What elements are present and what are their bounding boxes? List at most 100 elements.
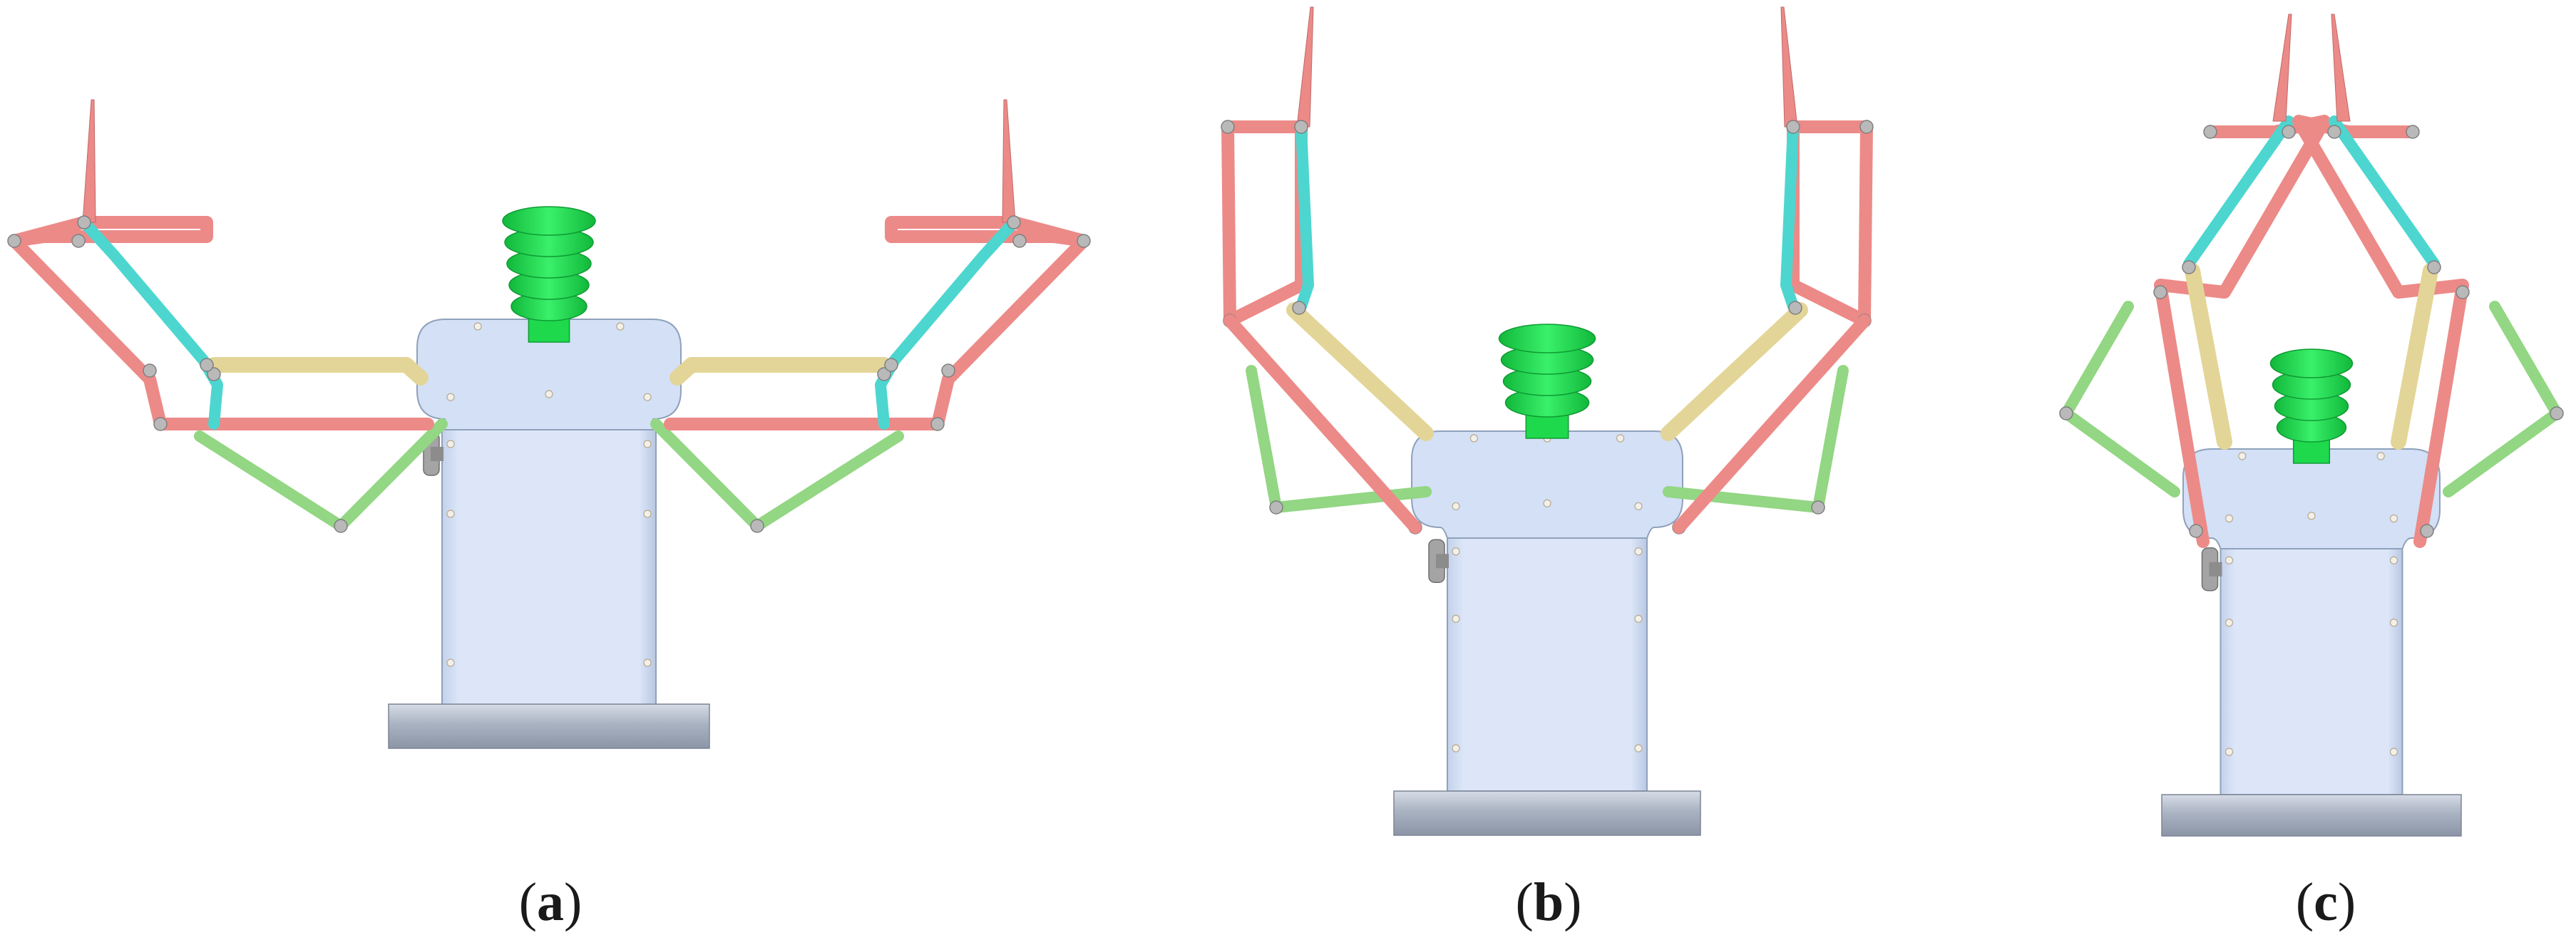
screw-icon [616, 322, 625, 331]
panel-b-gripper [1221, 6, 1874, 836]
screw-icon [2389, 619, 2398, 627]
screw-icon [2389, 556, 2398, 564]
bellows-suction-cup-icon [2269, 348, 2354, 464]
screw-icon [2307, 512, 2316, 520]
screw-icon [643, 510, 652, 518]
pin-joint-icon [2182, 260, 2196, 274]
label-close-paren: ) [1564, 872, 1582, 932]
screw-icon [1616, 434, 1625, 443]
pin-joint-icon [153, 417, 168, 431]
pin-joint-icon [1294, 120, 1308, 134]
right-arm [650, 99, 1091, 533]
label-open-paren: ( [2295, 872, 2314, 932]
pneumatic-fitting-icon [1436, 554, 1449, 569]
left-arm [1221, 6, 1434, 535]
screw-icon [1543, 499, 1551, 507]
pin-joint-icon [2153, 285, 2167, 299]
pin-joint-icon [1786, 120, 1800, 134]
lower-link [2443, 301, 2562, 497]
bellows-suction-cup-icon [502, 206, 596, 343]
pneumatic-fitting-icon [2209, 562, 2222, 577]
label-close-paren: ) [564, 872, 583, 932]
finger-tip [2331, 14, 2351, 122]
pin-joint-icon [2427, 260, 2441, 274]
outer-link [2154, 115, 2331, 548]
driver-link [1286, 302, 1434, 441]
screw-icon [2225, 619, 2234, 627]
pin-joint-icon [143, 363, 157, 378]
outer-link [1223, 314, 1422, 534]
screw-icon [446, 510, 455, 518]
screw-icon [446, 393, 455, 401]
screw-icon [1634, 547, 1643, 556]
pin-joint-icon [941, 363, 955, 378]
screw-icon [2225, 748, 2234, 756]
pin-joint-icon [1007, 215, 1021, 229]
pin-joint-icon [1859, 120, 1874, 134]
suction-cup-ring [1498, 324, 1596, 353]
pin-joint-icon [1077, 234, 1091, 248]
pin-joint-icon [930, 417, 945, 431]
finger-tip [82, 99, 96, 223]
pin-joint-icon [2059, 406, 2073, 420]
gripper-shoulder [2182, 448, 2441, 549]
lower-link [194, 418, 448, 532]
outer-link [1673, 314, 1871, 534]
screw-icon [643, 659, 652, 667]
inner-link [2329, 115, 2440, 269]
screw-icon [1634, 502, 1643, 510]
lower-link [650, 418, 904, 532]
gripper-base-plate [388, 703, 710, 749]
pin-joint-icon [1221, 120, 1235, 134]
pin-joint-icon [2327, 125, 2341, 139]
pin-joint-icon [1811, 500, 1825, 515]
finger-tip [1780, 6, 1798, 128]
screw-icon [643, 440, 652, 448]
pin-joint-icon [750, 519, 764, 533]
label-close-paren: ) [2337, 872, 2356, 932]
screw-icon [1634, 744, 1643, 753]
label-open-paren: ( [518, 872, 537, 932]
driver-link [2391, 263, 2438, 450]
screw-icon [1452, 502, 1460, 510]
screw-icon [446, 659, 455, 667]
pin-joint-icon [207, 367, 221, 381]
screw-icon [2389, 514, 2398, 523]
pin-joint-icon [1269, 500, 1283, 515]
inner-link [1295, 121, 1314, 312]
outer-link [8, 216, 434, 430]
inner-link [2183, 115, 2294, 269]
screw-icon [1452, 614, 1460, 623]
driver-link [2185, 263, 2232, 450]
label-letter: b [1533, 872, 1564, 932]
lower-link [2061, 301, 2180, 497]
panel-a-gripper [7, 99, 1091, 749]
pin-joint-icon [1292, 301, 1306, 315]
screw-icon [473, 322, 482, 331]
finger-tip [1002, 99, 1016, 223]
screw-icon [2225, 514, 2234, 523]
screw-icon [2238, 452, 2247, 460]
pin-joint-icon [7, 234, 21, 248]
right-arm [2292, 14, 2564, 548]
pin-joint-icon [1012, 234, 1027, 248]
left-arm [7, 99, 448, 533]
pneumatic-fitting-icon [431, 447, 443, 461]
screw-icon [2376, 452, 2385, 460]
label-letter: a [537, 872, 564, 932]
gripper-base-plate [2161, 794, 2462, 837]
pin-joint-icon [2406, 125, 2420, 139]
screw-icon [1634, 614, 1643, 623]
label-open-paren: ( [1515, 872, 1534, 932]
panel-label-a: (a) [443, 875, 657, 929]
suction-cup-ring [2269, 348, 2354, 378]
pin-joint-icon [2203, 125, 2217, 139]
pin-joint-icon [884, 358, 898, 372]
inner-link [1780, 121, 1799, 312]
screw-icon [446, 440, 455, 448]
suction-cup-ring [502, 206, 596, 236]
pin-joint-icon [2456, 285, 2470, 299]
driver-link [206, 357, 429, 386]
gripper-shoulder [1411, 430, 1683, 539]
